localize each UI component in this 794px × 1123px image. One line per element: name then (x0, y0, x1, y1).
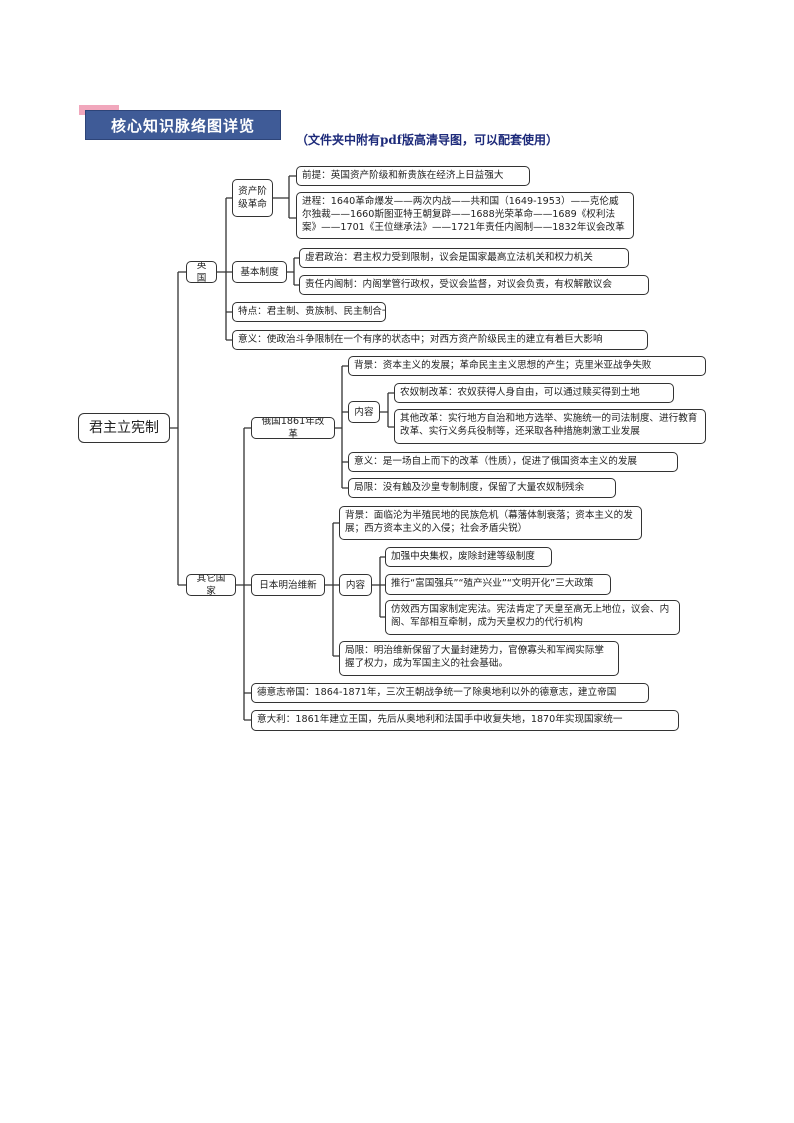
node-japan-background: 背景：面临沦为半殖民地的民族危机（幕藩体制衰落；资本主义的发展；西方资本主义的入… (339, 506, 642, 540)
node-russia-content: 内容 (348, 401, 380, 423)
node-japan-limitation: 局限：明治维新保留了大量封建势力，官僚寡头和军阀实际掌握了权力，成为军国主义的社… (339, 641, 619, 676)
node-bourgeois-revolution: 资产阶级革命 (232, 179, 273, 217)
node-italy: 意大利：1861年建立王国，先后从奥地利和法国手中收复失地，1870年实现国家统… (251, 710, 679, 731)
node-meiji-restoration: 日本明治维新 (251, 574, 325, 596)
node-uk: 英国 (186, 261, 217, 283)
node-japan-content: 内容 (339, 574, 372, 596)
node-uk-significance: 意义：使政治斗争限制在一个有序的状态中；对西方资产阶级民主的建立有着巨大影响 (232, 330, 648, 350)
node-other-countries: 其它国家 (186, 574, 236, 596)
node-japan-constitution: 仿效西方国家制定宪法。宪法肯定了天皇至高无上地位，议会、内阁、军部相互牵制，成为… (385, 600, 680, 635)
node-russia-significance: 意义：是一场自上而下的改革（性质），促进了俄国资本主义的发展 (348, 452, 678, 472)
node-revolution-premise: 前提：英国资产阶级和新贵族在经济上日益强大 (296, 166, 530, 186)
node-russia-limitation: 局限：没有触及沙皇专制制度，保留了大量农奴制残余 (348, 478, 616, 498)
node-russia-background: 背景：资本主义的发展；革命民主主义思想的产生；克里米亚战争失败 (348, 356, 706, 376)
node-serf-reform: 农奴制改革：农奴获得人身自由，可以通过赎买得到土地 (394, 383, 674, 403)
root-node-constitutional-monarchy: 君主立宪制 (78, 413, 170, 443)
node-german-empire: 德意志帝国：1864-1871年，三次王朝战争统一了除奥地利以外的德意志，建立帝… (251, 683, 649, 703)
node-russia-reform: 俄国1861年改革 (251, 417, 335, 439)
node-other-reforms: 其他改革：实行地方自治和地方选举、实施统一的司法制度、进行教育改革、实行义务兵役… (394, 409, 706, 444)
node-japan-centralization: 加强中央集权，废除封建等级制度 (385, 547, 552, 567)
section-banner: 核心知识脉络图详览 (85, 110, 281, 140)
node-figurehead-monarchy: 虚君政治：君主权力受到限制，议会是国家最高立法机关和权力机关 (299, 248, 629, 268)
node-cabinet-system: 责任内阁制：内阁掌管行政权，受议会监督，对议会负责，有权解散议会 (299, 275, 649, 295)
node-uk-features: 特点：君主制、贵族制、民主制合一 (232, 302, 386, 322)
node-japan-three-policies: 推行“富国强兵”“殖产兴业”“文明开化”三大政策 (385, 574, 611, 595)
node-revolution-process: 进程：1640革命爆发——两次内战——共和国（1649-1953）——克伦威尔独… (296, 192, 634, 239)
node-basic-system: 基本制度 (232, 261, 287, 283)
pdf-note: （文件夹中附有pdf版高清导图，可以配套使用） (296, 133, 558, 147)
